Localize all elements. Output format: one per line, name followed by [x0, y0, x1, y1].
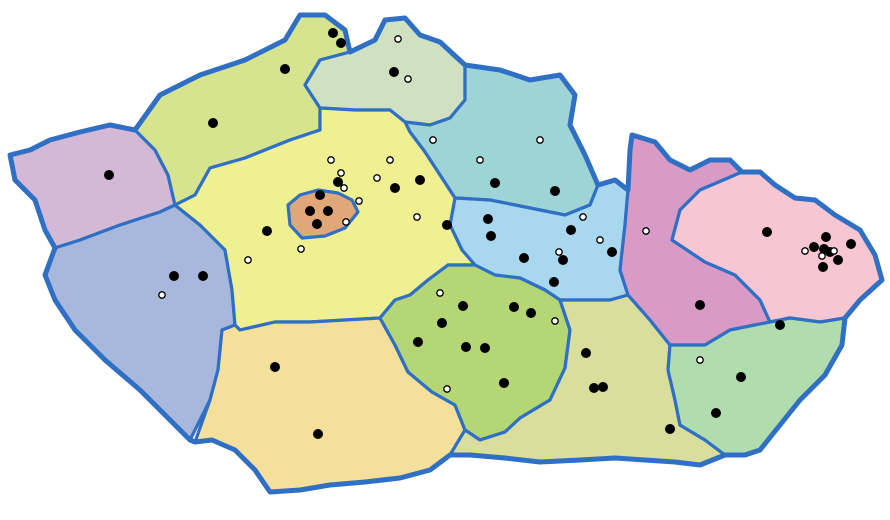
open-marker — [551, 317, 559, 325]
open-marker — [337, 169, 345, 177]
filled-marker — [415, 175, 425, 185]
filled-marker — [169, 271, 179, 281]
filled-marker — [809, 242, 819, 252]
open-marker — [386, 156, 394, 164]
filled-marker — [775, 320, 785, 330]
filled-marker — [104, 170, 114, 180]
filled-marker — [413, 337, 423, 347]
open-marker — [696, 356, 704, 364]
filled-marker — [581, 348, 591, 358]
filled-marker — [483, 214, 493, 224]
open-marker — [579, 213, 587, 221]
filled-marker — [280, 64, 290, 74]
open-marker — [413, 213, 421, 221]
open-marker — [394, 35, 402, 43]
filled-marker — [549, 277, 559, 287]
regions-layer — [8, 13, 884, 494]
open-marker — [818, 252, 826, 260]
open-marker — [555, 248, 563, 256]
region-praha — [286, 188, 360, 240]
open-marker — [443, 385, 451, 393]
filled-marker — [270, 362, 280, 372]
open-marker — [297, 245, 305, 253]
filled-marker — [665, 424, 675, 434]
filled-marker — [526, 308, 536, 318]
filled-marker — [305, 206, 315, 216]
filled-marker — [846, 239, 856, 249]
open-marker — [404, 75, 412, 83]
filled-marker — [313, 429, 323, 439]
open-marker — [244, 256, 252, 264]
filled-marker — [437, 318, 447, 328]
filled-marker — [695, 300, 705, 310]
filled-marker — [458, 301, 468, 311]
open-marker — [373, 174, 381, 182]
filled-marker — [442, 220, 452, 230]
filled-marker — [833, 255, 843, 265]
filled-marker — [762, 227, 772, 237]
open-marker — [536, 136, 544, 144]
filled-marker — [566, 225, 576, 235]
filled-marker — [736, 372, 746, 382]
filled-marker — [598, 382, 608, 392]
filled-marker — [389, 67, 399, 77]
open-marker — [642, 227, 650, 235]
filled-marker — [461, 342, 471, 352]
filled-marker — [607, 247, 617, 257]
open-marker — [476, 156, 484, 164]
filled-marker — [312, 219, 322, 229]
open-marker — [429, 136, 437, 144]
open-marker — [340, 184, 348, 192]
markers-layer — [104, 28, 856, 439]
filled-marker — [486, 231, 496, 241]
filled-marker — [390, 183, 400, 193]
filled-marker — [262, 226, 272, 236]
filled-marker — [519, 253, 529, 263]
filled-marker — [328, 28, 338, 38]
open-marker — [327, 156, 335, 164]
filled-marker — [818, 262, 828, 272]
filled-marker — [490, 178, 500, 188]
filled-marker — [323, 206, 333, 216]
open-marker — [830, 247, 838, 255]
filled-marker — [336, 38, 346, 48]
filled-marker — [499, 378, 509, 388]
filled-marker — [208, 118, 218, 128]
open-marker — [158, 291, 166, 299]
open-marker — [342, 218, 350, 226]
open-marker — [801, 247, 809, 255]
filled-marker — [315, 190, 325, 200]
filled-marker — [821, 232, 831, 242]
filled-marker — [711, 408, 721, 418]
filled-marker — [480, 343, 490, 353]
filled-marker — [589, 383, 599, 393]
filled-marker — [198, 271, 208, 281]
filled-marker — [509, 302, 519, 312]
open-marker — [436, 289, 444, 297]
country-border — [7, 12, 885, 495]
open-marker — [596, 236, 604, 244]
filled-marker — [550, 186, 560, 196]
filled-marker — [333, 177, 343, 187]
filled-marker — [558, 255, 568, 265]
open-marker — [355, 197, 363, 205]
